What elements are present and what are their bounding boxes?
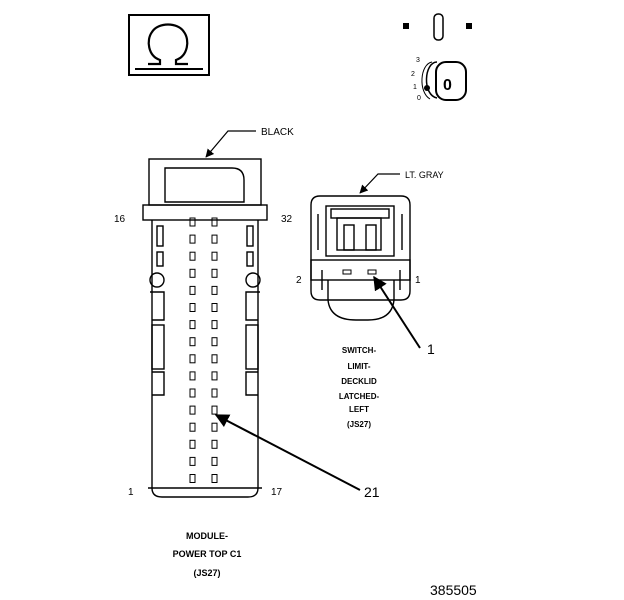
pin-cavity [189, 371, 196, 381]
pin-cavity [189, 388, 196, 398]
left-connector-title: MODULE- POWER TOP C1 (JS27) [173, 531, 242, 578]
pin-cavity [211, 422, 218, 432]
pin-cavity [189, 217, 196, 227]
black-leader: BLACK [205, 127, 294, 158]
pin-cavity [189, 337, 196, 347]
pin-cavity [189, 456, 196, 466]
pin-cavity [211, 439, 218, 449]
pin-cavity [189, 474, 196, 483]
pin-label-1: 1 [128, 487, 134, 498]
pin-cavity [211, 371, 218, 381]
ignition-key-icon: 3 2 1 0 0 [403, 13, 472, 102]
pin-cavity [189, 234, 196, 244]
svg-text:LATCHED-: LATCHED- [339, 392, 380, 401]
pin-cavity [189, 268, 196, 278]
pin-cavity [211, 217, 218, 227]
pin-label-16: 16 [114, 214, 126, 225]
callout-21-label: 21 [364, 484, 380, 500]
color-label-lt-gray: LT. GRAY [405, 170, 444, 180]
right-connector-title: SWITCH- LIMIT- DECKLID LATCHED- LEFT (JS… [339, 346, 380, 429]
svg-text:(JS27): (JS27) [193, 568, 220, 578]
pin-cavity [189, 320, 196, 330]
pin-cavity [211, 268, 218, 278]
pin-cavity [211, 251, 218, 261]
svg-text:LIMIT-: LIMIT- [347, 362, 370, 371]
lt-gray-leader: LT. GRAY [359, 170, 444, 194]
ignition-key-label: 0 [443, 77, 452, 94]
pin-label-32: 32 [281, 214, 293, 225]
svg-text:LEFT: LEFT [349, 405, 369, 414]
ignition-pos-1: 1 [413, 84, 417, 91]
right-connector [310, 195, 411, 321]
callout-1-label: 1 [427, 341, 435, 357]
color-label-black: BLACK [261, 127, 294, 138]
pin-cavity [189, 405, 196, 415]
figure-number: 385505 [430, 582, 477, 598]
pin-label-2: 2 [296, 275, 302, 286]
pin-label-right-1: 1 [415, 275, 421, 286]
ignition-pos-3: 3 [416, 57, 420, 64]
omega-icon [128, 14, 210, 76]
svg-text:SWITCH-: SWITCH- [342, 346, 377, 355]
svg-text:DECKLID: DECKLID [341, 377, 377, 386]
pin-cavity [211, 474, 218, 483]
pin-cavity [189, 422, 196, 432]
pin-cavity [189, 354, 196, 364]
pin-cavity [189, 303, 196, 312]
pin-label-17: 17 [271, 487, 283, 498]
callout-1: 1 [373, 275, 435, 357]
pin-cavity [189, 439, 196, 449]
pin-cavity [211, 337, 218, 347]
svg-text:(JS27): (JS27) [347, 420, 371, 429]
pin-cavity [189, 285, 196, 295]
ignition-pos-0: 0 [417, 95, 421, 102]
pin-cavity [211, 354, 218, 364]
ignition-pos-2: 2 [411, 71, 415, 78]
pin-cavity [189, 251, 196, 261]
pin-cavity [211, 456, 218, 466]
left-connector [142, 158, 268, 498]
svg-text:MODULE-: MODULE- [186, 531, 228, 541]
pin-cavity [211, 303, 218, 312]
pin-cavity [211, 320, 218, 330]
pin-cavity [211, 405, 218, 415]
svg-text:POWER TOP C1: POWER TOP C1 [173, 549, 242, 559]
pin-cavity [211, 285, 218, 295]
pin-cavity [211, 388, 218, 398]
callout-21: 21 [214, 414, 380, 500]
pin-cavity [211, 234, 218, 244]
